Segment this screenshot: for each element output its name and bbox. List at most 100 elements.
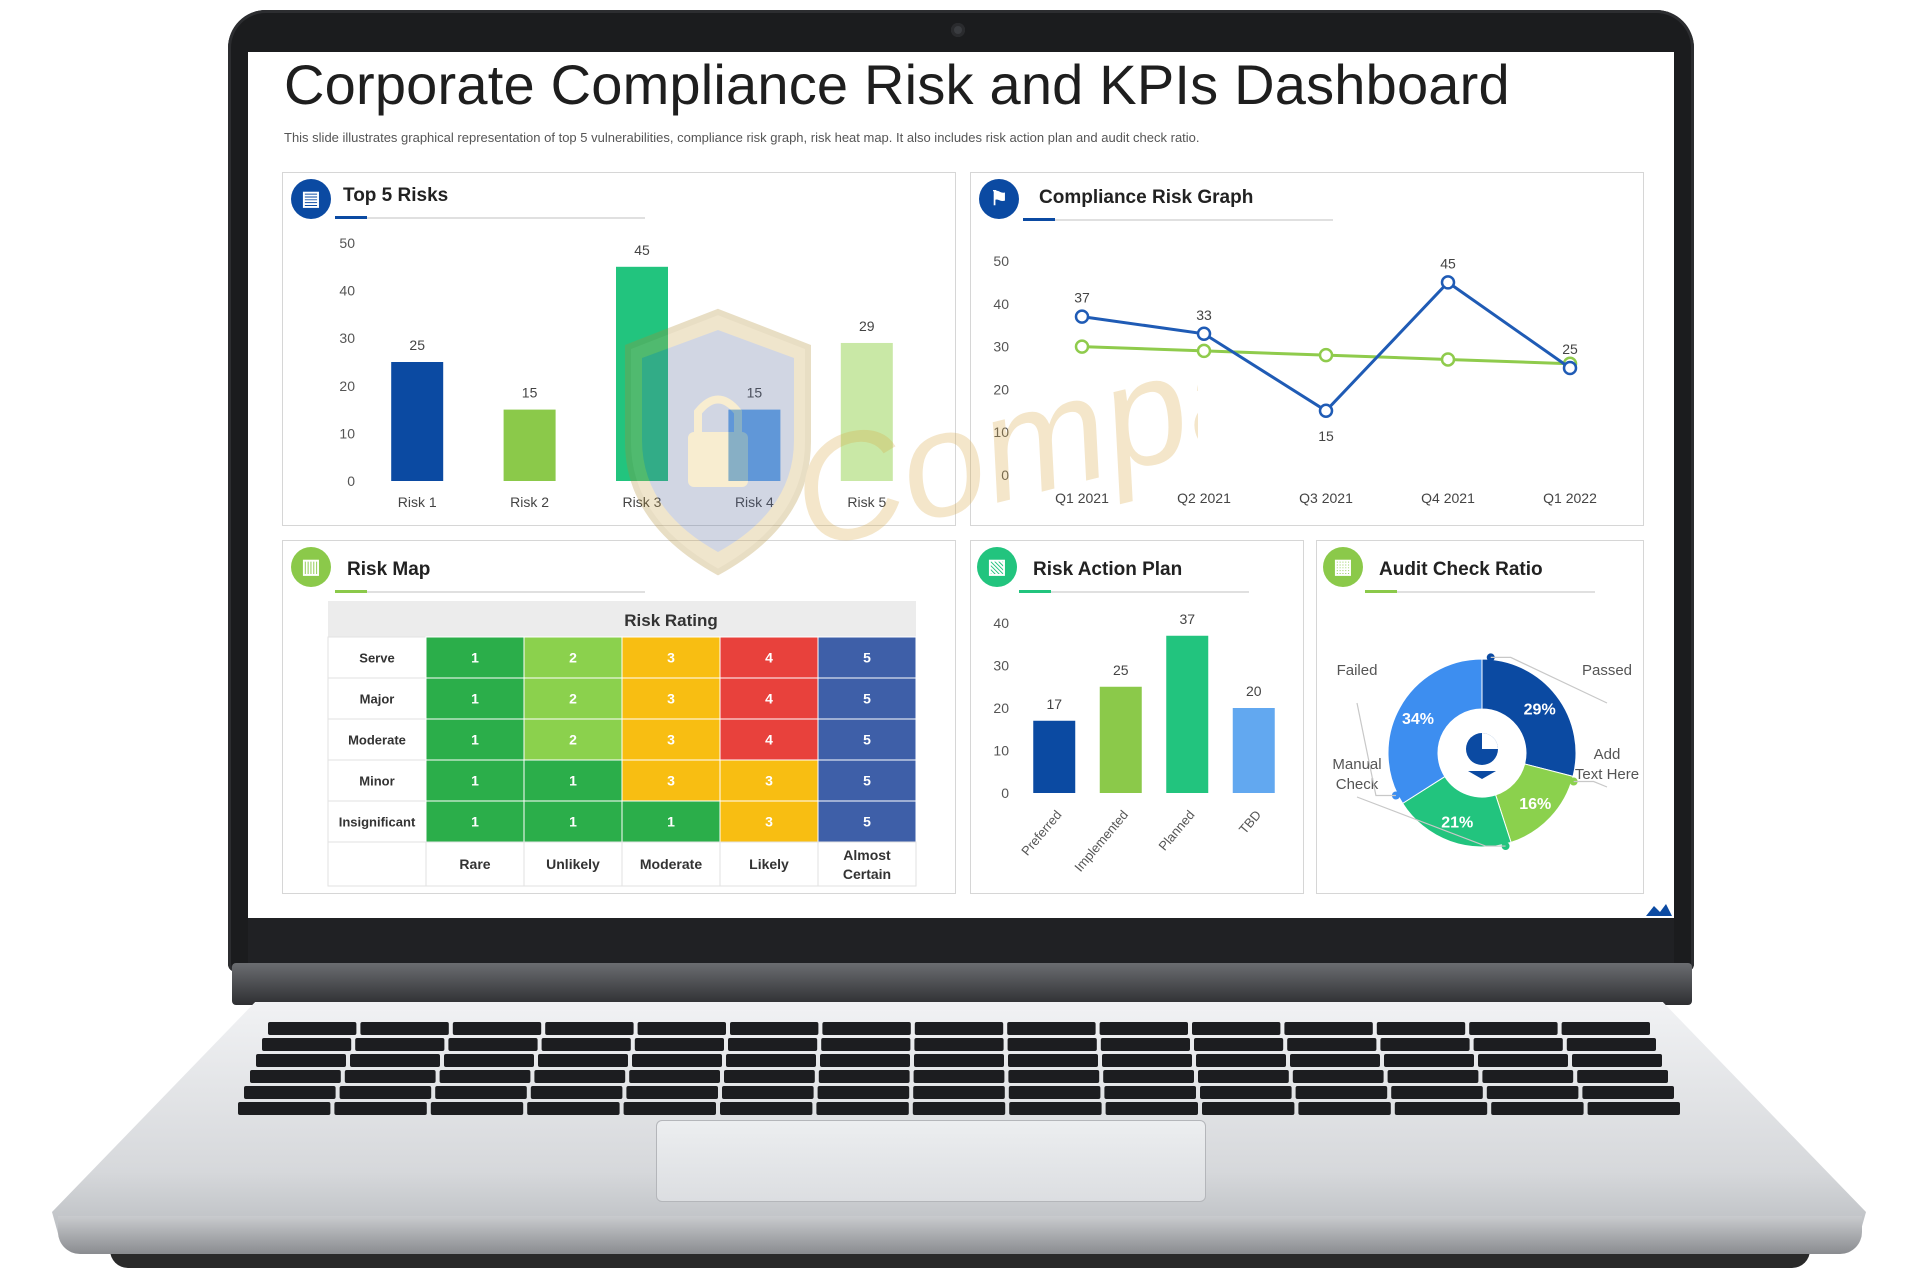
keyboard-key xyxy=(913,1086,1005,1099)
keyboard-key xyxy=(623,1102,716,1115)
keyboard-key xyxy=(1582,1086,1674,1099)
keyboard-key xyxy=(1007,1022,1096,1035)
heat-cell xyxy=(523,718,623,761)
heat-cell xyxy=(621,759,721,802)
cell-value: 1 xyxy=(667,814,675,830)
title-underline xyxy=(1365,590,1595,593)
cell-value: 5 xyxy=(863,691,871,707)
keyboard-key xyxy=(626,1086,718,1099)
cell-value: 3 xyxy=(667,732,675,748)
keyboard-key xyxy=(821,1038,911,1051)
row-label: Insignificant xyxy=(339,815,416,830)
col-header-cell xyxy=(523,841,623,887)
keyboard-key xyxy=(538,1054,628,1067)
col-header-cell xyxy=(817,841,917,887)
heat-cell xyxy=(817,718,917,761)
y-tick-label: 0 xyxy=(1001,467,1009,483)
data-label: 25 xyxy=(409,337,425,353)
x-tick-label: Q1 2021 xyxy=(1055,490,1109,506)
keyboard-key xyxy=(637,1022,726,1035)
keyboard-key xyxy=(913,1070,1005,1083)
keyboard-key xyxy=(1380,1038,1470,1051)
data-point xyxy=(1440,352,1456,367)
keyboard-key xyxy=(1295,1086,1388,1099)
cell-value: 2 xyxy=(569,732,577,748)
cell-value: 2 xyxy=(569,691,577,707)
data-label: 45 xyxy=(634,242,650,258)
keyboard-key xyxy=(1104,1086,1196,1099)
heat-cell xyxy=(425,759,525,802)
slice-label: Check xyxy=(1336,776,1379,793)
row-label: Serve xyxy=(359,651,394,666)
title-underline xyxy=(335,590,645,593)
keyboard-key xyxy=(541,1038,631,1051)
y-tick-label: 30 xyxy=(993,658,1009,674)
y-tick-label: 10 xyxy=(993,743,1009,759)
cell-value: 3 xyxy=(765,814,773,830)
laptop-hinge xyxy=(232,963,1692,1005)
leader-dot xyxy=(1391,791,1400,800)
keyboard-key xyxy=(1008,1086,1101,1099)
keyboard-key xyxy=(1376,1022,1466,1035)
slice-label: Text Here xyxy=(1575,766,1639,783)
keyboard-key xyxy=(439,1070,531,1083)
row-label: Minor xyxy=(359,774,394,789)
heat-cell xyxy=(523,677,623,720)
leader-dot xyxy=(1501,842,1510,851)
bar xyxy=(1166,635,1209,793)
cell-value: 1 xyxy=(471,814,479,830)
cell-value: 1 xyxy=(471,732,479,748)
keyboard-key xyxy=(629,1070,720,1083)
keyboard-key xyxy=(1391,1086,1483,1099)
col-header-cell xyxy=(621,841,721,887)
row-label: Moderate xyxy=(348,733,406,748)
keyboard-key xyxy=(730,1022,819,1035)
keyboard-key xyxy=(256,1054,346,1067)
cell-value: 3 xyxy=(667,650,675,666)
y-tick-label: 50 xyxy=(339,235,355,251)
dashboard-screen: Corporate Compliance Risk and KPIs Dashb… xyxy=(248,52,1674,918)
x-tick-label: Implemented xyxy=(1071,807,1131,874)
bar xyxy=(391,362,444,481)
heat-cell xyxy=(719,677,819,720)
panel-title: Risk Map xyxy=(347,559,431,580)
keyboard-key xyxy=(1198,1070,1289,1083)
keyboard-key xyxy=(1387,1070,1479,1083)
pie-chart-icon xyxy=(1482,733,1498,749)
keyboard-key xyxy=(360,1022,449,1035)
cell-value: 4 xyxy=(765,732,773,748)
laptop-shadow xyxy=(110,1250,1810,1268)
slice-label: Failed xyxy=(1337,662,1378,679)
heat-cell xyxy=(425,718,525,761)
keyboard-key xyxy=(724,1070,815,1083)
keyboard-key xyxy=(339,1086,432,1099)
keyboard-key xyxy=(1572,1054,1662,1067)
keyboard-key xyxy=(720,1102,813,1115)
data-point xyxy=(1196,343,1212,359)
keyboard-key xyxy=(1202,1102,1295,1115)
data-label: 20 xyxy=(1246,683,1262,699)
data-point xyxy=(1074,309,1090,324)
keyboard-key xyxy=(344,1070,436,1083)
slice-label: Passed xyxy=(1582,662,1632,679)
x-tick-label: Risk 5 xyxy=(847,494,886,510)
slice-percent: 16% xyxy=(1519,796,1551,813)
keyboard-key xyxy=(634,1038,724,1051)
y-tick-label: 50 xyxy=(993,253,1009,269)
col-label: Certain xyxy=(843,866,891,882)
keyboard-key xyxy=(1200,1086,1292,1099)
heat-cell xyxy=(425,800,525,843)
bar xyxy=(503,409,556,481)
data-label: 29 xyxy=(859,318,875,334)
y-tick-label: 40 xyxy=(993,615,1009,631)
rating-header xyxy=(328,601,916,637)
y-tick-label: 30 xyxy=(993,339,1009,355)
cell-value: 1 xyxy=(471,650,479,666)
keyboard-key xyxy=(1103,1070,1194,1083)
keyboard-key xyxy=(1192,1022,1281,1035)
keyboard-key xyxy=(355,1038,445,1051)
